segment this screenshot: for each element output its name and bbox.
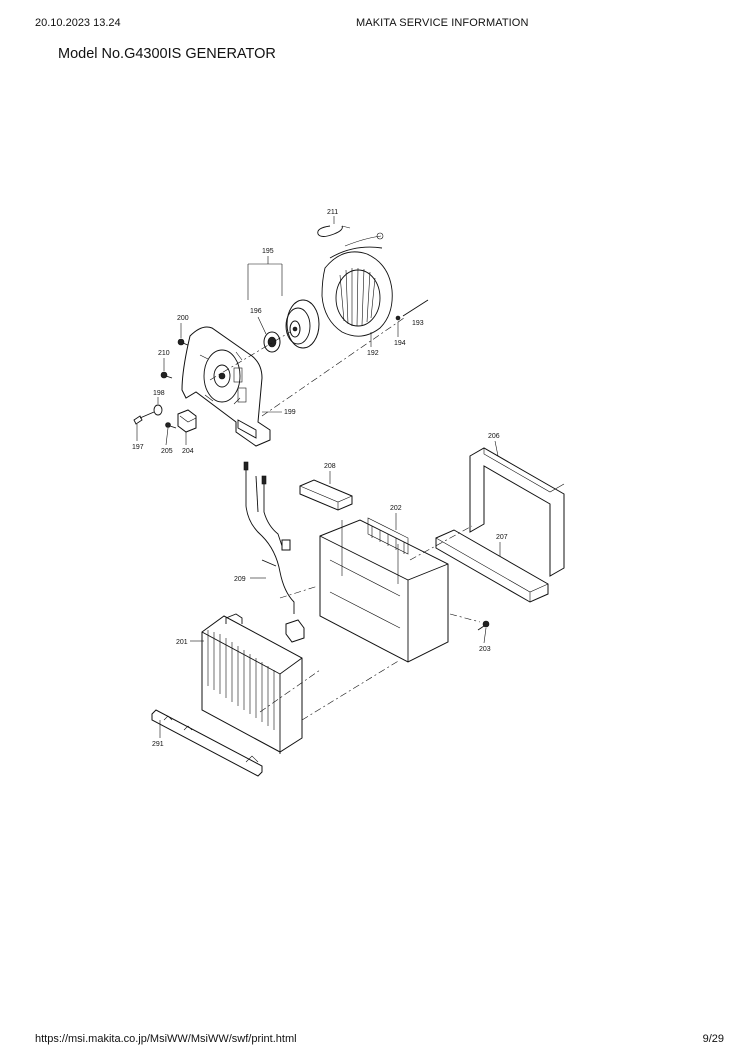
part-194-washer <box>395 315 401 321</box>
callout-193: 193 <box>412 320 424 327</box>
part-205-screw <box>165 422 177 429</box>
callout-196: 196 <box>250 308 262 315</box>
callout-210: 210 <box>158 350 170 357</box>
callout-206: 206 <box>488 433 500 440</box>
callout-198: 198 <box>153 390 165 397</box>
part-208-pad <box>299 479 353 511</box>
part-196-bearing <box>263 331 281 353</box>
part-202-housing <box>319 517 449 663</box>
callout-203: 203 <box>479 646 491 653</box>
callout-208: 208 <box>324 463 336 470</box>
part-207-pad <box>435 529 549 603</box>
document-header-title: MAKITA SERVICE INFORMATION <box>356 17 529 29</box>
callout-202: 202 <box>390 505 402 512</box>
callout-199: 199 <box>284 409 296 416</box>
part-203-screw <box>477 620 490 631</box>
page-number: 9/29 <box>702 1033 724 1045</box>
part-197-bolt <box>133 411 155 425</box>
callout-209: 209 <box>234 576 246 583</box>
part-198-washer <box>153 404 163 416</box>
callout-204: 204 <box>182 448 194 455</box>
part-209-wiring-harness <box>243 461 305 643</box>
callout-197: 197 <box>132 444 144 451</box>
part-193-bolt <box>402 299 429 317</box>
callout-192: 192 <box>367 350 379 357</box>
part-211-clip <box>317 225 351 237</box>
callout-211: 211 <box>327 209 338 216</box>
part-291-bracket <box>151 709 263 777</box>
print-timestamp: 20.10.2023 13.24 <box>35 17 121 29</box>
callout-207: 207 <box>496 534 508 541</box>
model-title: Model No.G4300IS GENERATOR <box>58 46 276 62</box>
callout-291: 291 <box>152 741 164 748</box>
callout-200: 200 <box>177 315 189 322</box>
part-206-frame <box>469 447 565 577</box>
callout-195: 195 <box>262 248 274 255</box>
part-201-inverter <box>201 613 303 754</box>
part-199-end-cover <box>181 326 271 447</box>
part-192-stator <box>321 232 393 337</box>
callout-194: 194 <box>394 340 406 347</box>
part-210-screw <box>160 371 173 379</box>
part-195-rotor <box>285 299 320 349</box>
callout-201: 201 <box>176 639 188 646</box>
print-url: https://msi.makita.co.jp/MsiWW/MsiWW/swf… <box>35 1033 297 1045</box>
callout-205: 205 <box>161 448 173 455</box>
part-204-terminal <box>177 409 197 433</box>
